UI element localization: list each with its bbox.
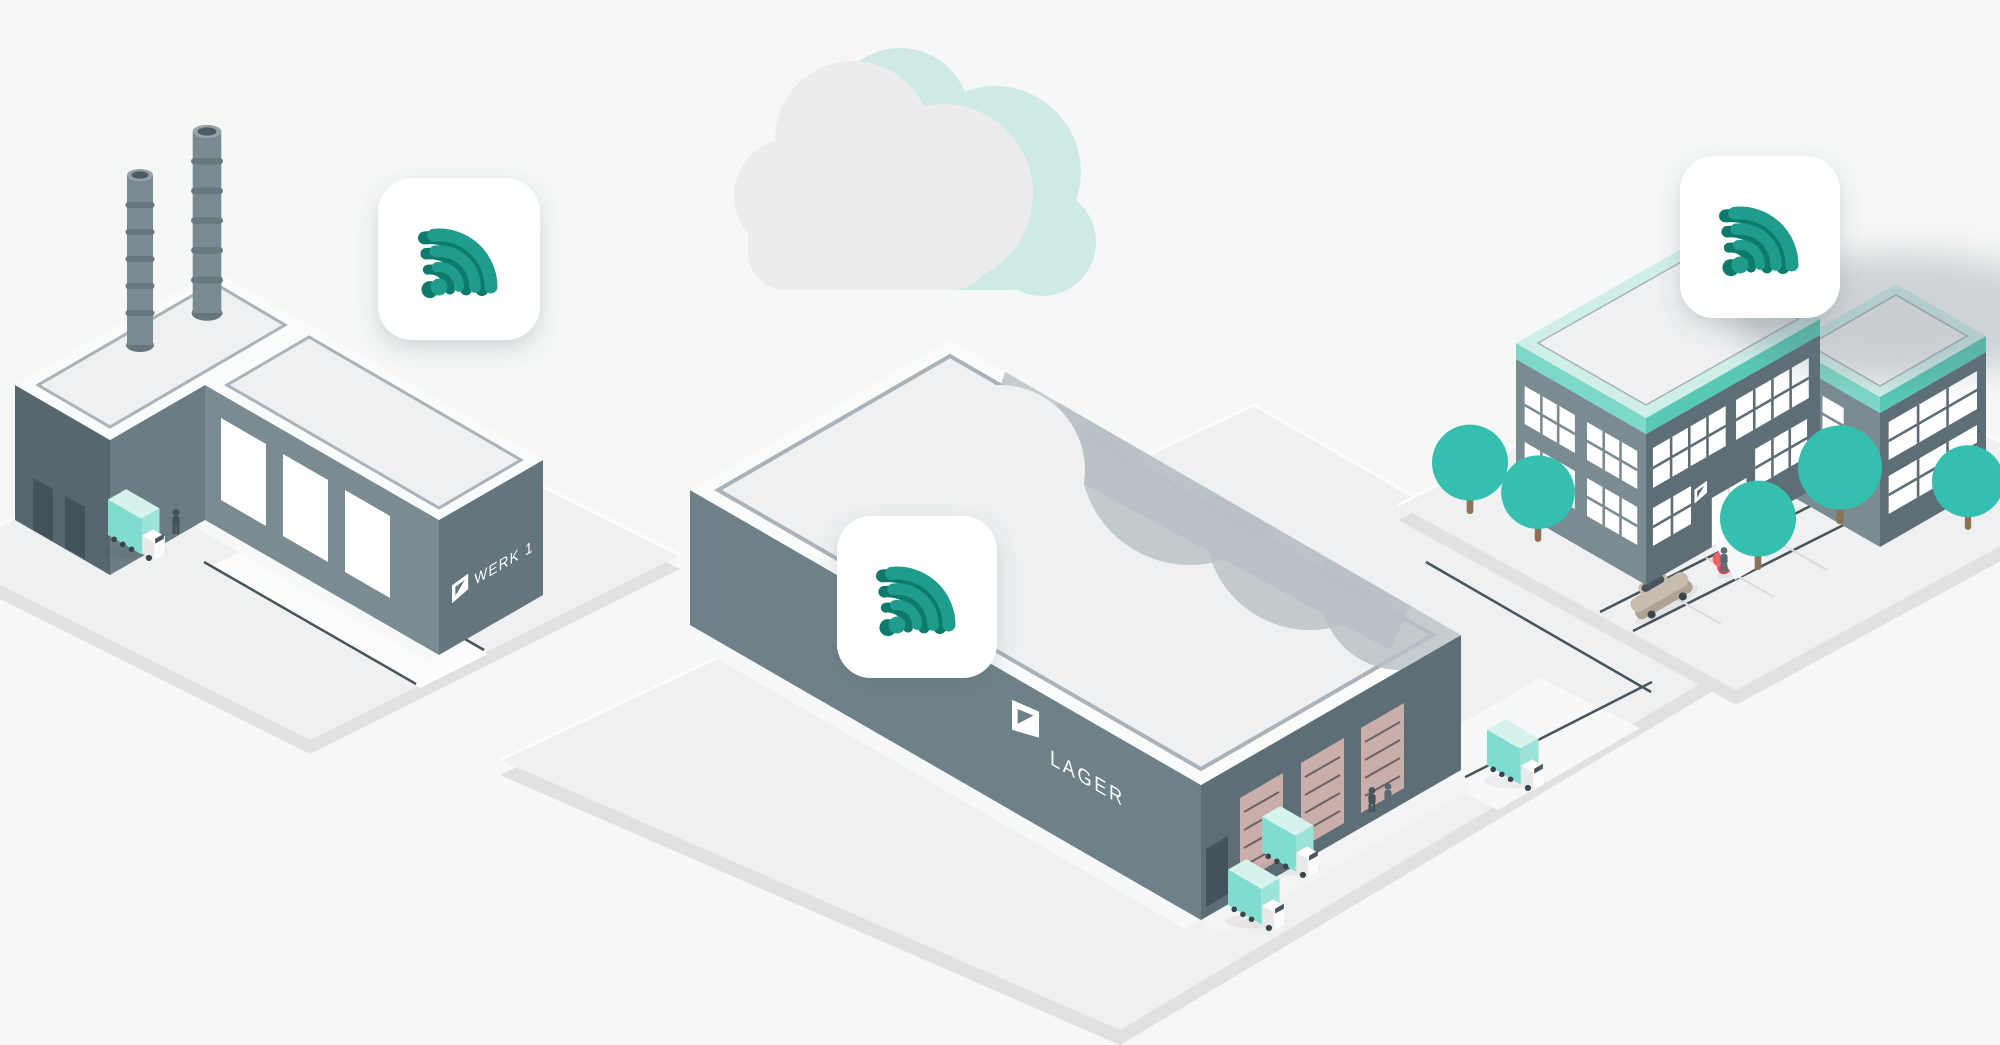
warehouse-entry-door [1206,836,1228,907]
factory-window [221,418,266,526]
office-road-line [1425,560,1652,694]
cloud-icon [734,48,1096,296]
wifi-card-warehouse [837,516,997,678]
chimney-icon [125,169,155,352]
factory-site: WERK 1 [0,124,681,754]
factory-door [65,496,85,559]
wifi-card-office [1680,156,1840,318]
warehouse-site: LAGER [499,340,1721,1045]
wifi-card-factory [378,178,540,340]
factory-wall-label-face [439,460,543,655]
office-window-grid [1888,371,1977,514]
chimney-icon [191,124,223,321]
factory-door [33,478,53,541]
car-tan [1630,572,1699,624]
factory-window [345,490,390,598]
office-site [1397,244,2000,705]
factory-building: WERK 1 [15,124,543,655]
factory-window [283,454,328,562]
loading-dock-door [1361,703,1404,813]
warehouse-wall-label-face [690,490,1201,920]
